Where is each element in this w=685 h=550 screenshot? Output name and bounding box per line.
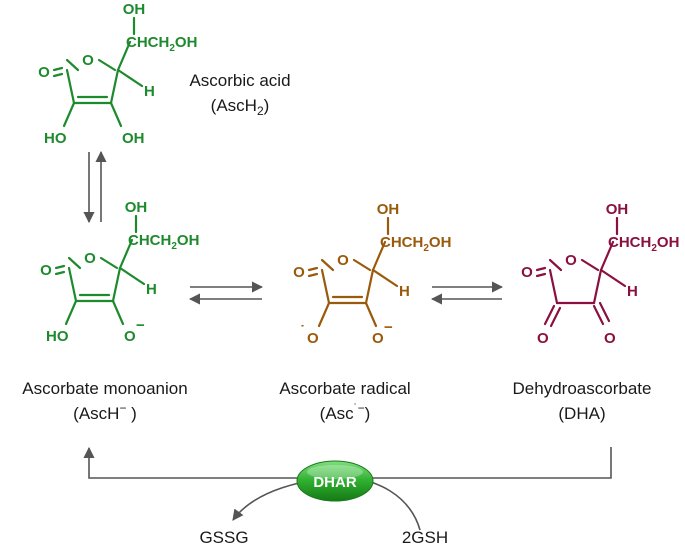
oxide-right-label: O xyxy=(372,330,384,347)
hydroxyl-right-label: OH xyxy=(122,130,145,147)
ascorbate-radical-abbr: (Asc˙−) xyxy=(320,401,371,423)
radical-dot-label: ˙ xyxy=(300,323,305,340)
ascorbate-monoanion-abbr: (AscH− ) xyxy=(73,401,137,423)
dhar-enzyme-highlight xyxy=(307,465,363,479)
side-chain-label: CHCH2OH xyxy=(126,34,197,54)
hydrogen-label: H xyxy=(144,83,155,100)
carbonyl-oxygen-label: O xyxy=(38,64,50,81)
carbonyl-oxygen-label: O xyxy=(521,264,533,281)
hydroxyl-top-label: OH xyxy=(606,201,629,218)
dhar-enzyme-badge: DHAR xyxy=(296,460,374,502)
dehydroascorbate-name: Dehydroascorbate xyxy=(513,379,652,398)
ascorbate-radical-structure: O O OH CHCH2OH H ˙ O O − xyxy=(293,201,451,347)
oxygen-left-label: O xyxy=(307,330,319,347)
ring-oxygen-label: O xyxy=(84,250,96,267)
hydroxyl-top-label: OH xyxy=(125,199,148,216)
hydroxyl-left-label: HO xyxy=(46,328,69,345)
side-chain-label: CHCH2OH xyxy=(608,234,679,254)
dehydroascorbate-abbr: (DHA) xyxy=(558,404,605,423)
oxide-right-label: O xyxy=(124,328,136,345)
carbonyl-oxygen-label: O xyxy=(40,262,52,279)
dhar-enzyme-label: DHAR xyxy=(313,474,356,491)
ring-oxygen-label: O xyxy=(337,252,349,269)
ascorbic-acid-name: Ascorbic acid xyxy=(189,71,290,90)
2gsh-label: 2GSH xyxy=(402,528,448,547)
carbonyl-oxygen-label: O xyxy=(293,264,305,281)
negative-charge-label: − xyxy=(384,319,393,336)
ascorbate-monoanion-name: Ascorbate monoanion xyxy=(22,379,187,398)
hydroxyl-top-label: OH xyxy=(123,1,146,18)
hydrogen-label: H xyxy=(399,283,410,300)
ring-oxygen-label: O xyxy=(82,52,94,69)
hydrogen-label: H xyxy=(627,283,638,300)
ascorbate-monoanion-structure: O O OH CHCH2OH H HO O − xyxy=(40,199,199,345)
negative-charge-label: − xyxy=(136,317,145,334)
ascorbate-radical-name: Ascorbate radical xyxy=(279,379,410,398)
ascorbic-acid-structure: O O OH CHCH2OH H HO OH xyxy=(38,1,197,147)
keto-oxygen-left-label: O xyxy=(537,330,549,347)
ring-oxygen-label: O xyxy=(565,252,577,269)
gssg-label: GSSG xyxy=(199,528,248,547)
hydroxyl-top-label: OH xyxy=(377,201,400,218)
hydrogen-label: H xyxy=(146,281,157,298)
side-chain-label: CHCH2OH xyxy=(128,232,199,252)
dehydroascorbate-structure: O O OH CHCH2OH H O O xyxy=(521,201,679,347)
dhar-enzyme-ellipse xyxy=(296,460,374,502)
ascorbic-acid-abbr: (AscH2) xyxy=(211,96,270,118)
side-chain-label: CHCH2OH xyxy=(380,234,451,254)
hydroxyl-left-label: HO xyxy=(44,130,67,147)
keto-oxygen-right-label: O xyxy=(604,330,616,347)
